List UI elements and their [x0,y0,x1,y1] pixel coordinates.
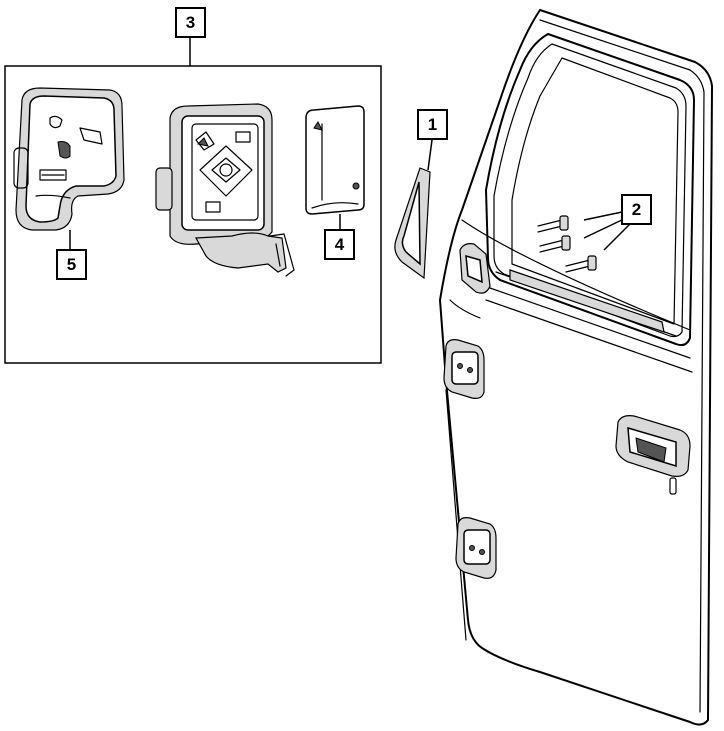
mirror-housing [155,103,295,277]
leader-line-1 [427,139,433,171]
callout-5-label: 5 [67,255,76,274]
leader-lines-2 [583,211,631,251]
callout-2: 2 [621,194,652,225]
mirror-assembly-group [4,38,382,364]
mirror-glass [305,105,365,215]
callout-1-label: 1 [428,115,437,134]
screws [537,215,597,273]
callout-5: 5 [56,249,87,280]
door-panel [439,9,713,726]
mirror-back-cover [13,87,125,231]
callout-2-label: 2 [632,200,641,219]
callout-4-label: 4 [335,235,345,254]
callout-1: 1 [417,109,448,140]
callout-3: 3 [175,7,206,38]
callout-4: 4 [324,229,355,260]
callout-3-label: 3 [186,13,195,32]
window-seal-triangle [394,167,431,280]
